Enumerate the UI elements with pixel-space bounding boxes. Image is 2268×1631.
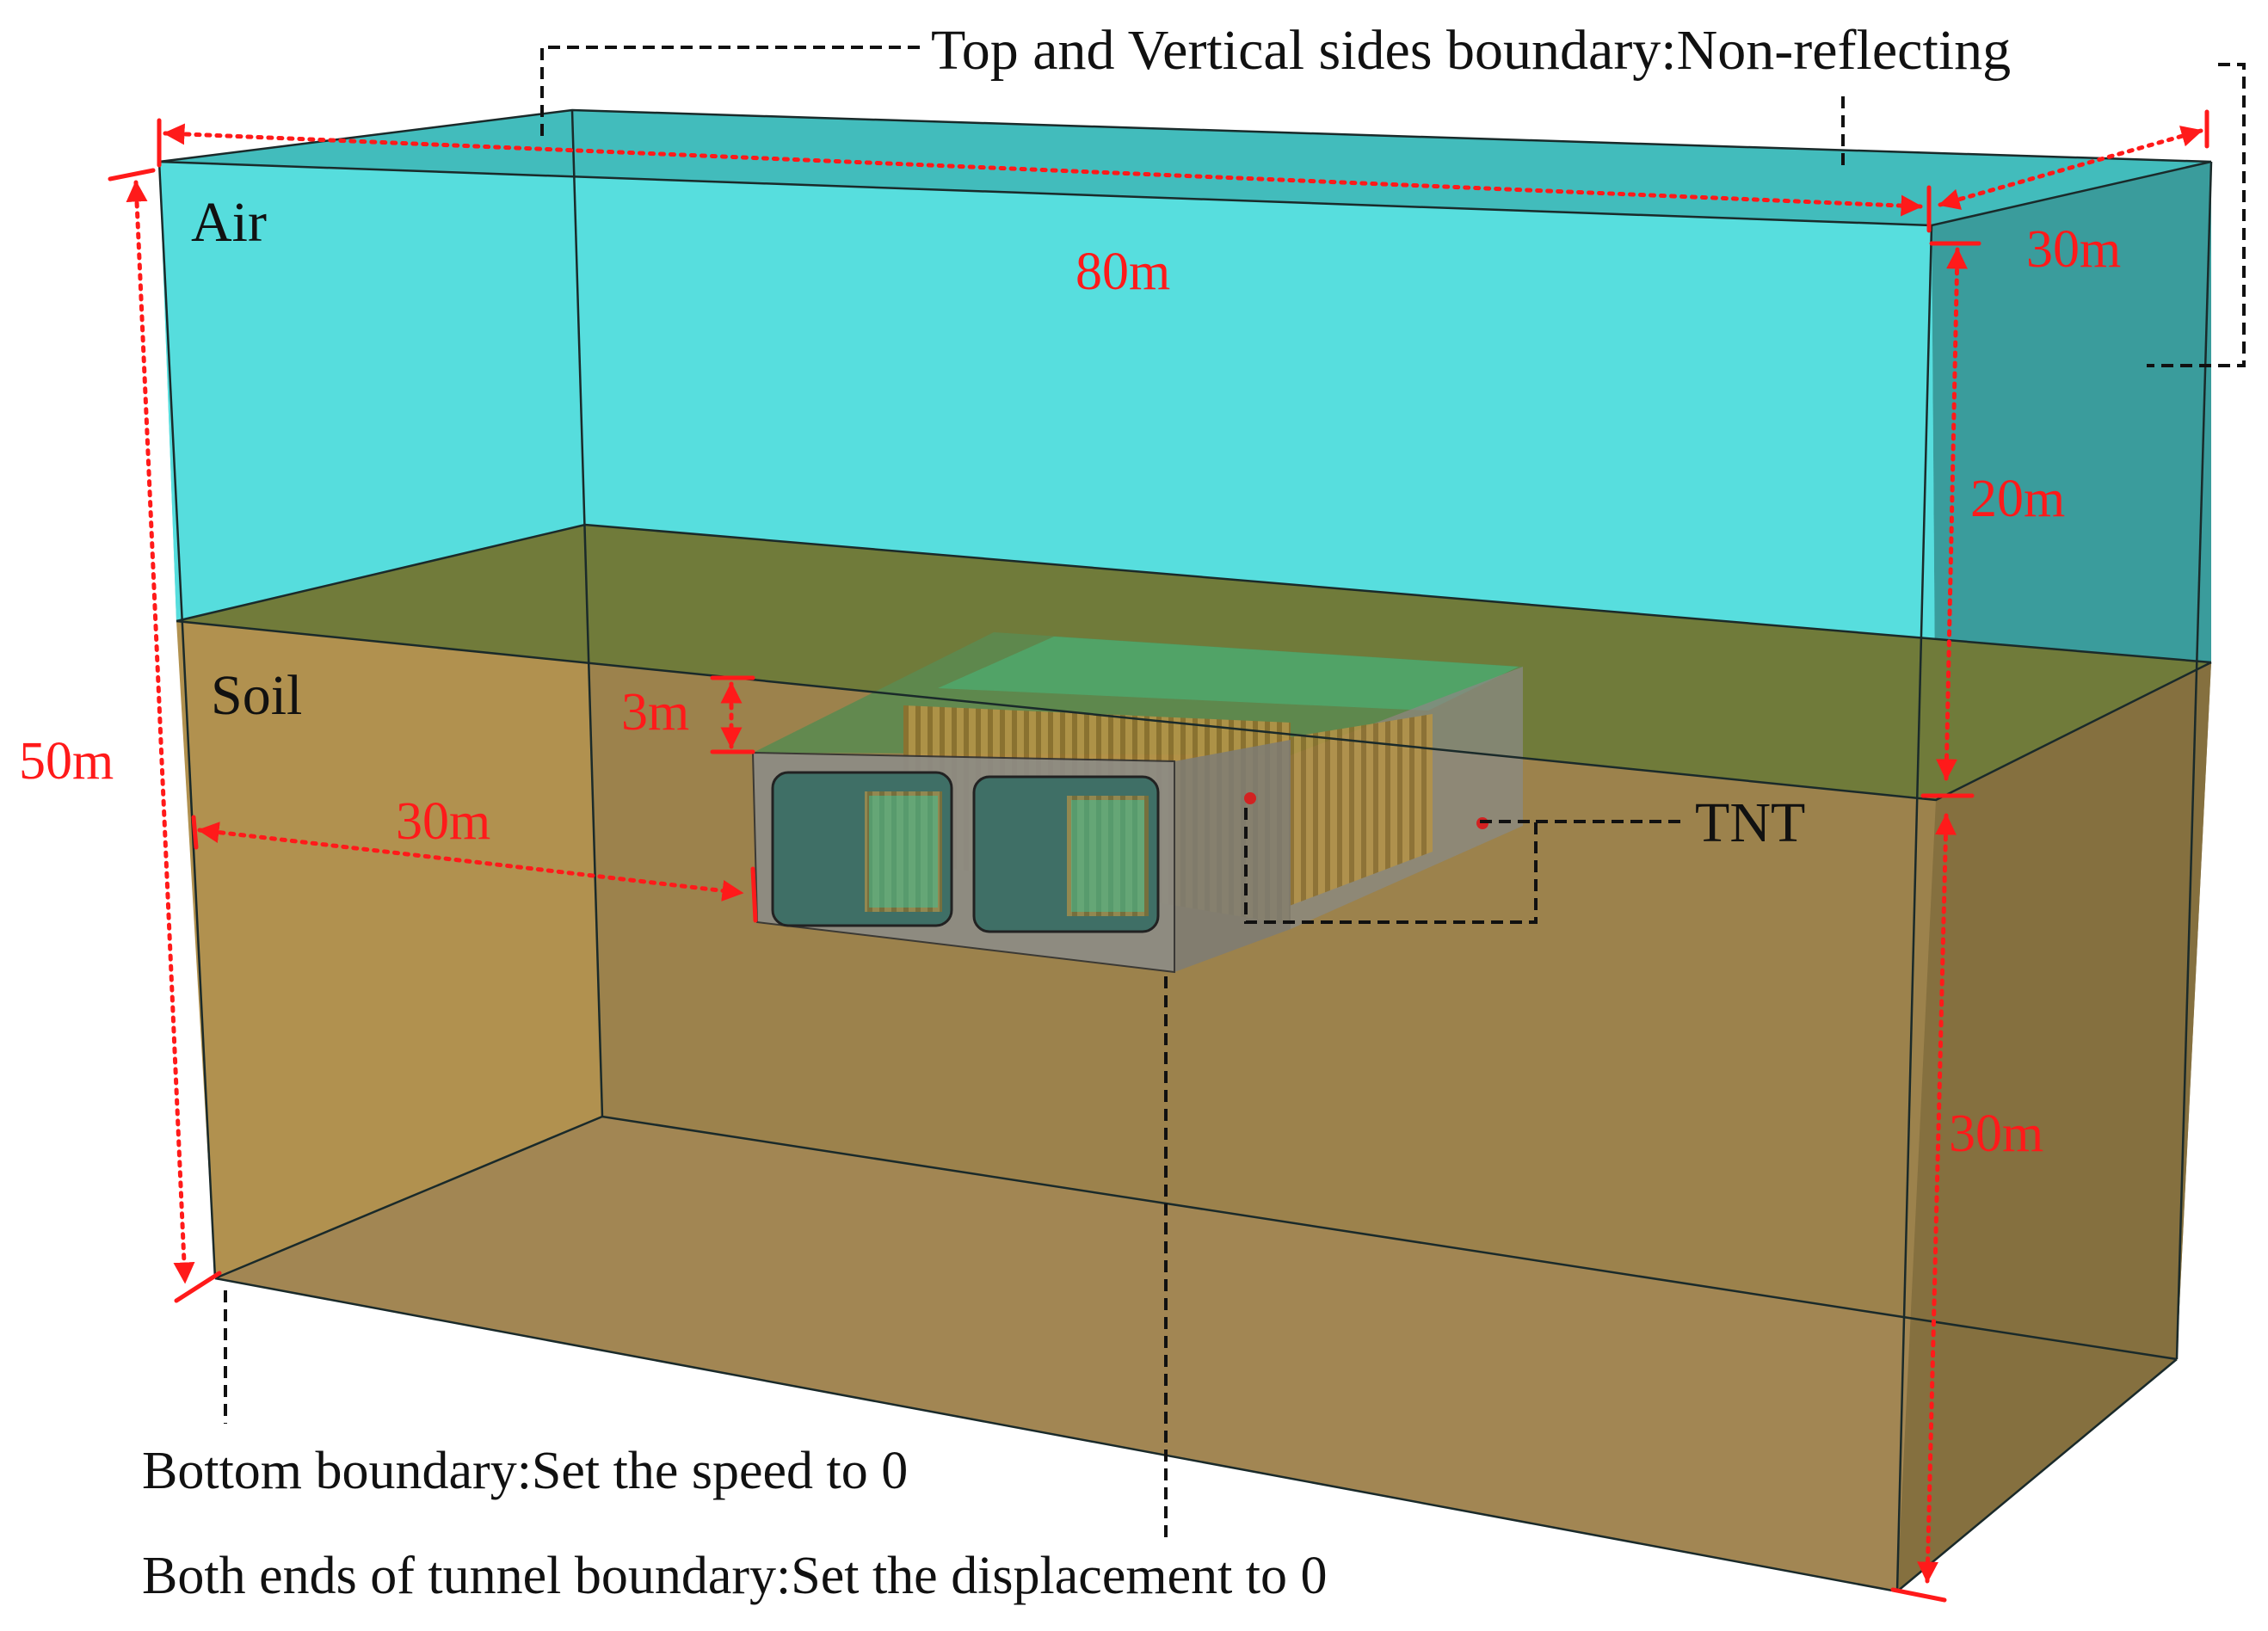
tunnel-boundary-label: Both ends of tunnel boundary:Set the dis… <box>142 1547 1328 1605</box>
tunnel-structure <box>751 632 1523 974</box>
soil-label: Soil <box>211 664 302 727</box>
leader-lines <box>224 46 2246 1540</box>
width-dimension-label: 30m <box>2026 220 2121 279</box>
soil-height-dimension-label: 30m <box>1949 1105 2043 1163</box>
top-boundary-label: Top and Vertical sides boundary:Non-refl… <box>931 19 2011 82</box>
side-distance-dimension-label: 30m <box>396 792 490 851</box>
cover-depth-dimension-label: 3m <box>621 683 689 742</box>
tnt-label: TNT <box>1695 791 1805 854</box>
dimension-lines <box>108 109 2209 1603</box>
tnt-charge-near <box>1244 792 1256 804</box>
air-label: Air <box>191 191 267 254</box>
length-dimension-label: 80m <box>1075 243 1170 301</box>
air-height-dimension-label: 20m <box>1970 470 2065 528</box>
total-height-dimension-label: 50m <box>19 732 114 791</box>
bottom-boundary-label: Bottom boundary:Set the speed to 0 <box>142 1442 908 1500</box>
